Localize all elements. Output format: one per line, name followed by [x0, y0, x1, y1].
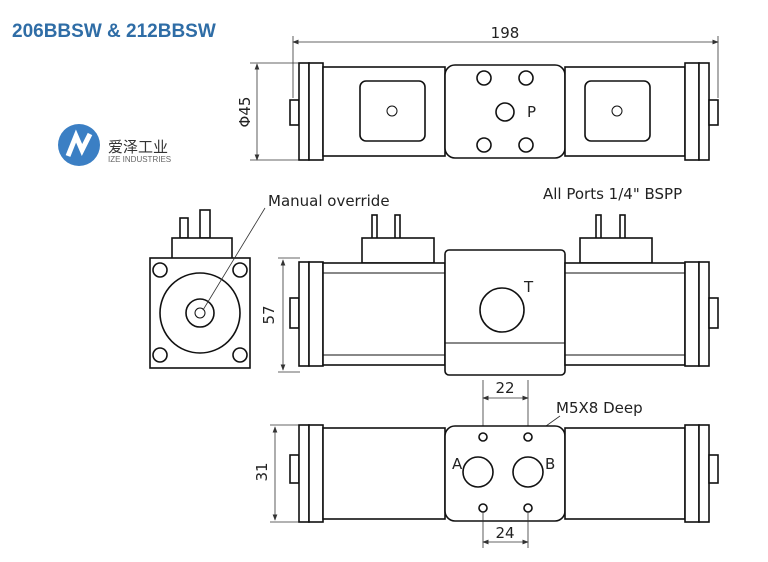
- logo-en-text: IZE INDUSTRIES: [108, 155, 171, 164]
- manual-override-label: Manual override: [268, 192, 390, 210]
- bottom-view: 22 M5X8 Deep 31 A B 24: [253, 379, 719, 548]
- dim-port-spacing-top: 22: [495, 379, 514, 397]
- dim-diameter: Φ45: [236, 97, 254, 128]
- port-t-label: T: [523, 278, 534, 296]
- dim-height: 57: [260, 305, 278, 324]
- port-p-label: P: [527, 103, 536, 121]
- dim-length: 198: [491, 24, 520, 42]
- ize-logo: 爱泽工业 IZE INDUSTRIES: [58, 124, 171, 166]
- end-view: Manual override: [149, 192, 390, 369]
- port-a-label: A: [452, 455, 463, 473]
- side-view: All Ports 1/4" BSPP 57 T: [260, 185, 719, 376]
- logo-cn-text: 爱泽工业: [108, 139, 168, 156]
- top-view: 198 Φ45 P: [236, 24, 719, 161]
- left-connector: [359, 80, 426, 142]
- mount-thread-label: M5X8 Deep: [556, 399, 643, 417]
- dim-width: 31: [253, 462, 271, 481]
- dim-port-spacing-bottom: 24: [495, 524, 514, 542]
- all-ports-label: All Ports 1/4" BSPP: [543, 185, 682, 203]
- port-b-label: B: [545, 455, 555, 473]
- right-connector: [584, 80, 651, 142]
- page-title: 206BBSW & 212BBSW: [12, 21, 216, 42]
